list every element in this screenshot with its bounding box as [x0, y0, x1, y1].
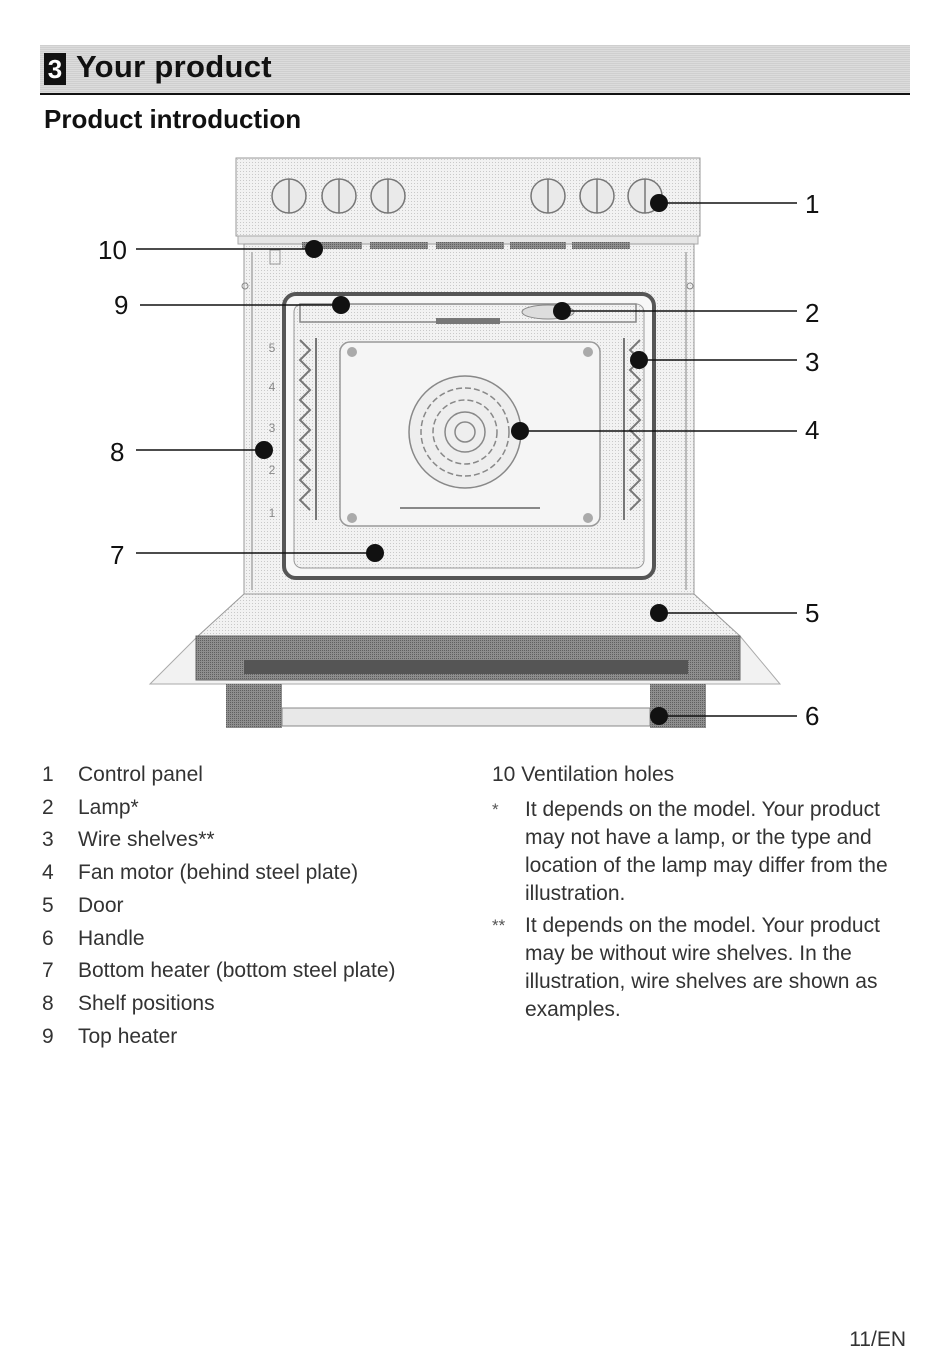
callout-label-2: 2	[805, 298, 819, 328]
legend-label: Shelf positions	[78, 991, 215, 1015]
callout-label-8: 8	[110, 437, 124, 467]
footnote-text: It depends on the model. Your product ma…	[525, 797, 888, 905]
legend-item: 6 Handle	[42, 923, 396, 956]
legend-label: Wire shelves**	[78, 828, 215, 852]
callout-label-10: 10	[98, 235, 127, 265]
page-number: 11/EN	[849, 1328, 906, 1351]
callout-lines	[136, 202, 797, 717]
legend-item: 8 Shelf positions	[42, 988, 396, 1021]
control-panel	[235, 157, 701, 237]
section-title: Your product	[76, 49, 272, 84]
legend-label: Lamp*	[78, 795, 139, 819]
callout-label-4: 4	[805, 415, 819, 445]
legend-label: Fan motor (behind steel plate)	[78, 861, 359, 885]
fan-cover	[408, 375, 522, 489]
legend-number: 2	[42, 795, 54, 819]
legend-item: 5 Door	[42, 890, 396, 923]
shelf-number: 2	[269, 463, 276, 477]
legend-item: 1 Control panel	[42, 759, 396, 792]
legend-number: 6	[42, 926, 54, 950]
ventilation-holes	[302, 242, 630, 249]
footnote-mark: **	[492, 915, 506, 935]
legend-item: 9 Top heater	[42, 1021, 396, 1054]
footnote-text: It depends on the model. Your product ma…	[525, 913, 880, 1021]
callout-label-9: 9	[114, 290, 128, 320]
shelf-number: 4	[269, 380, 276, 394]
legend-item: 4 Fan motor (behind steel plate)	[42, 857, 396, 890]
footnote: * It depends on the model. Your product …	[492, 796, 892, 908]
legend-number: 4	[42, 861, 54, 885]
legend-label: Control panel	[78, 763, 203, 786]
section-header-bar: 3 Your product	[40, 45, 910, 95]
shelf-number: 3	[269, 421, 276, 435]
callout-label-6: 6	[805, 701, 819, 731]
legend-label: Top heater	[78, 1024, 178, 1048]
legend-number: 7	[42, 959, 54, 983]
legend-number: 5	[42, 893, 54, 917]
callout-label-1: 1	[805, 189, 819, 219]
legend-label: Handle	[78, 926, 145, 950]
page-subtitle: Product introduction	[44, 104, 302, 134]
legend-item: 7 Bottom heater (bottom steel plate)	[42, 955, 396, 988]
legend-item: 10 Ventilation holes	[492, 759, 892, 792]
legend-number: 8	[42, 991, 54, 1015]
shelf-number: 5	[269, 341, 276, 355]
callout-label-7: 7	[110, 540, 124, 570]
legend-number: 9	[42, 1024, 54, 1048]
control-knobs	[271, 178, 663, 214]
section-number-badge: 3	[44, 53, 66, 85]
legend-label: Door	[78, 893, 124, 917]
legend-item: 2 Lamp*	[42, 792, 396, 825]
callout-label-3: 3	[805, 347, 819, 377]
legend-label: Bottom heater (bottom steel plate)	[78, 959, 396, 983]
legend-number: 10	[492, 763, 516, 786]
wire-shelves	[298, 338, 642, 520]
handle	[226, 684, 706, 728]
legend-notes: 10 Ventilation holes * It depends on the…	[492, 759, 892, 1024]
oven-illustration: 5 4 3 2 1	[98, 157, 819, 731]
footnote-mark: *	[492, 799, 499, 819]
shelf-position-numbers: 5 4 3 2 1	[269, 341, 276, 520]
legend-number: 1	[42, 763, 54, 786]
callout-dots	[255, 194, 668, 725]
legend-number: 3	[42, 828, 54, 852]
legend-item: 3 Wire shelves**	[42, 824, 396, 857]
callout-label-5: 5	[805, 598, 819, 628]
legend-label: Ventilation holes	[521, 763, 675, 786]
footnote: ** It depends on the model. Your product…	[492, 912, 892, 1024]
shelf-number: 1	[269, 506, 276, 520]
